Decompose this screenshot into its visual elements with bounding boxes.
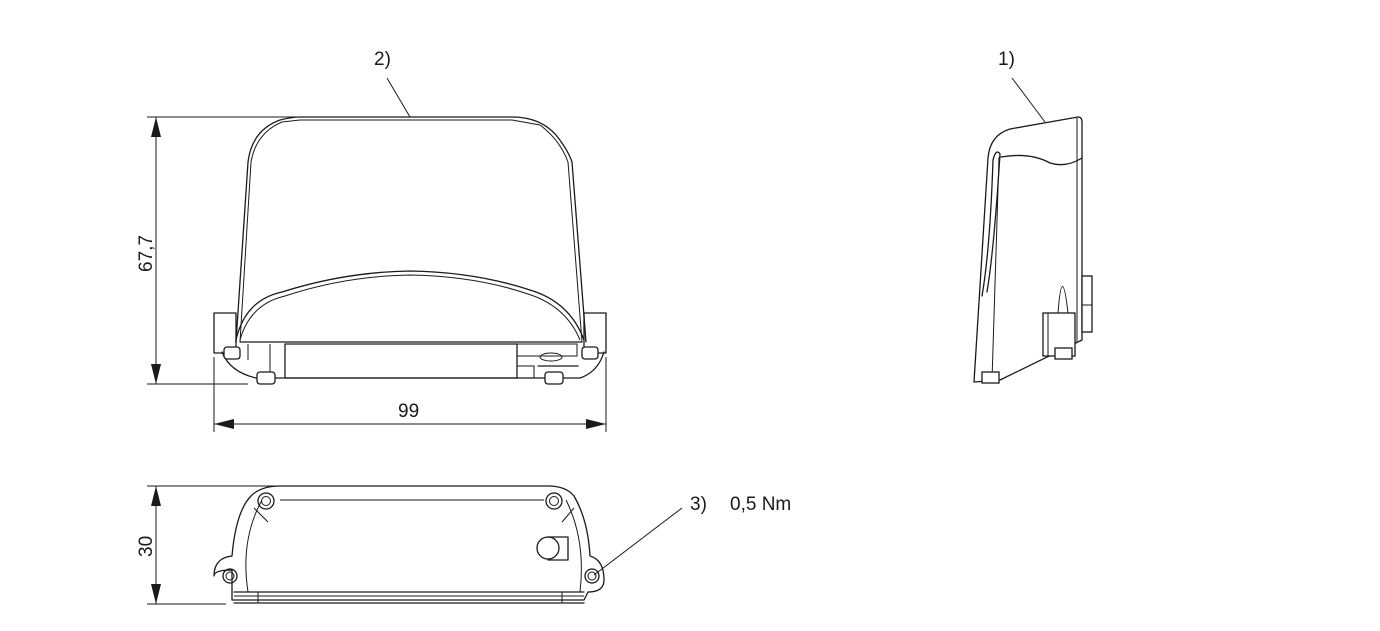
side-view: 1) — [973, 49, 1093, 384]
height-dimension-30: 30 — [136, 536, 157, 557]
front-view: 2) 67,7 99 — [136, 49, 607, 432]
width-dimension-99: 99 — [398, 401, 419, 422]
callout-3-label: 3) — [690, 494, 707, 515]
bottom-view: 30 3) 0,5 Nm — [136, 485, 791, 605]
torque-note: 0,5 Nm — [730, 494, 791, 515]
callout-1-label: 1) — [998, 49, 1015, 70]
callout-2-label: 2) — [374, 49, 391, 70]
height-dimension-67-7: 67,7 — [136, 235, 157, 272]
